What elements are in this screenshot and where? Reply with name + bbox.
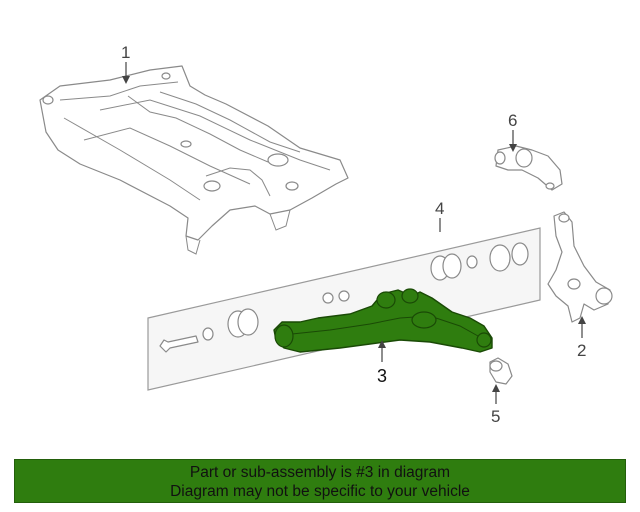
bolt-and-bushing-left: [159, 308, 259, 353]
callout-1[interactable]: 1: [121, 43, 130, 62]
callout-4[interactable]: 4: [435, 199, 444, 218]
callout-3[interactable]: 3: [377, 366, 387, 386]
bushing-kit-part-4[interactable]: [147, 227, 541, 391]
callout-5[interactable]: 5: [491, 407, 500, 426]
callout-6[interactable]: 6: [508, 111, 517, 130]
info-banner: Part or sub-assembly is #3 in diagram Di…: [14, 459, 626, 503]
nuts-middle: [322, 290, 350, 304]
bracket-part-6[interactable]: [494, 145, 563, 191]
knuckle-part-2[interactable]: [547, 211, 613, 323]
bushing-group-right: [430, 242, 529, 281]
crossmember-part-1[interactable]: [39, 65, 349, 255]
callout-2[interactable]: 2: [577, 341, 586, 360]
banner-line-1: Part or sub-assembly is #3 in diagram: [189, 464, 451, 481]
control-arm-part-3[interactable]: [273, 288, 493, 353]
ball-joint-part-5[interactable]: [489, 357, 513, 385]
leader-lines: [122, 62, 586, 404]
parts-diagram: 1 2 3 4 5 6: [39, 43, 613, 426]
banner-line-2: Diagram may not be specific to your vehi…: [170, 483, 470, 500]
